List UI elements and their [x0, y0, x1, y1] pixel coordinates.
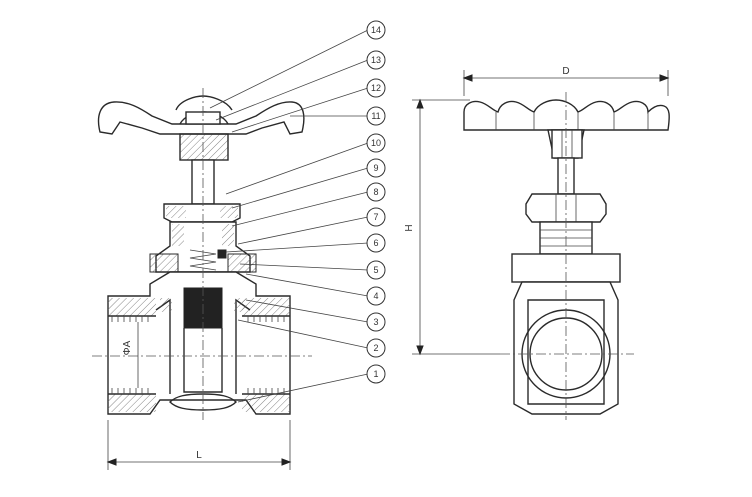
svg-text:4: 4 — [373, 291, 378, 301]
height-dim-label: H — [404, 224, 415, 231]
handwheel-side — [463, 99, 670, 159]
svg-text:2: 2 — [373, 343, 378, 353]
callout-group: 14 13 12 11 10 9 8 7 6 5 4 3 2 1 — [209, 20, 386, 403]
svg-text:1: 1 — [373, 369, 378, 379]
svg-text:13: 13 — [371, 55, 381, 65]
svg-text:9: 9 — [373, 163, 378, 173]
svg-text:14: 14 — [371, 25, 381, 35]
callout-6: 6 — [366, 233, 386, 253]
svg-text:12: 12 — [371, 83, 381, 93]
wedge-guide — [183, 328, 223, 393]
svg-text:10: 10 — [371, 138, 381, 148]
callout-3: 3 — [366, 312, 386, 332]
callout-5: 5 — [366, 260, 386, 280]
callout-11: 11 — [366, 106, 386, 126]
handwheel-hub — [179, 133, 229, 161]
diameter-dim-label: D — [562, 66, 569, 77]
bonnet — [149, 221, 257, 273]
callout-1: 1 — [366, 364, 386, 384]
callout-7: 7 — [366, 207, 386, 227]
svg-text:7: 7 — [373, 212, 378, 222]
svg-text:3: 3 — [373, 317, 378, 327]
callout-14: 14 — [366, 20, 386, 40]
callout-2: 2 — [366, 338, 386, 358]
callout-13: 13 — [366, 50, 386, 70]
svg-text:6: 6 — [373, 238, 378, 248]
svg-text:11: 11 — [371, 111, 380, 121]
svg-text:5: 5 — [373, 265, 378, 275]
callout-10: 10 — [366, 133, 386, 153]
side-view: D — [404, 66, 670, 420]
callout-9: 9 — [366, 158, 386, 178]
section-view: ΦA L — [92, 88, 312, 470]
callout-12: 12 — [366, 78, 386, 98]
callout-8: 8 — [366, 182, 386, 202]
thread-dim-label: ΦA — [122, 340, 133, 355]
svg-text:8: 8 — [373, 187, 378, 197]
gland-nut — [163, 203, 241, 223]
length-dim-label: L — [196, 450, 202, 461]
callout-4: 4 — [366, 286, 386, 306]
handwheel — [97, 95, 305, 135]
